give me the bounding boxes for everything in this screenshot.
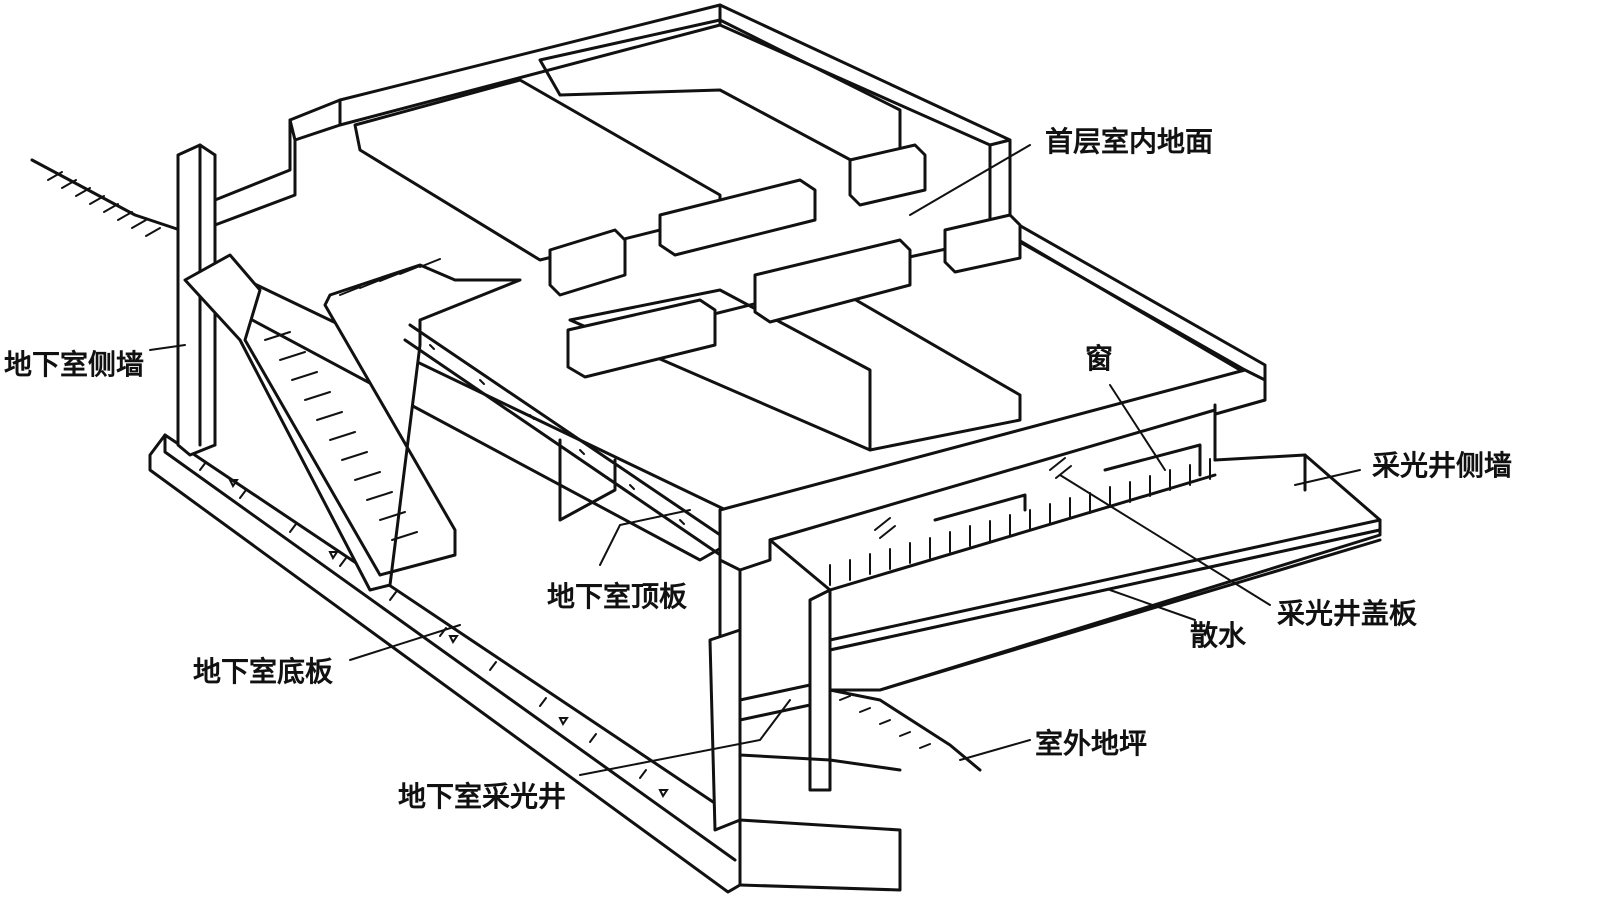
leader-lines bbox=[149, 144, 1361, 776]
leader-apron bbox=[1109, 589, 1196, 621]
leader-lightwell-side-wall bbox=[1294, 469, 1361, 486]
label-lightwell-side-wall: 采光井侧墙 bbox=[1372, 449, 1513, 482]
basement-floor-slab-drawing bbox=[148, 433, 902, 894]
label-basement-side-wall: 地下室侧墙 bbox=[4, 348, 145, 381]
window-glass-marks bbox=[874, 457, 1072, 539]
label-basement-roof-slab: 地下室顶板 bbox=[547, 580, 688, 613]
lightwell-pit-drawing bbox=[738, 683, 982, 772]
leader-basement-side-wall bbox=[149, 344, 186, 351]
leader-basement-floor-slab bbox=[349, 624, 461, 661]
label-outdoor-grade: 室外地坪 bbox=[1035, 727, 1148, 760]
left-ground-hatch bbox=[30, 158, 182, 237]
leader-basement-roof-slab bbox=[599, 509, 691, 566]
lightwell-drawing bbox=[768, 403, 1382, 792]
label-ground-floor: 首层室内地面 bbox=[1045, 125, 1214, 158]
leader-basement-lightwell bbox=[579, 699, 791, 776]
leader-outdoor-grade bbox=[959, 739, 1031, 761]
label-window: 窗 bbox=[1085, 342, 1114, 375]
wall-blocks bbox=[548, 143, 1022, 379]
leader-lightwell-cover bbox=[1059, 474, 1271, 606]
label-basement-floor-slab: 地下室底板 bbox=[193, 655, 334, 688]
leader-window bbox=[1109, 384, 1166, 471]
apron-drawing bbox=[828, 528, 1382, 692]
label-apron: 散水 bbox=[1190, 619, 1247, 652]
label-basement-lightwell: 地下室采光井 bbox=[398, 780, 567, 813]
leader-ground-floor bbox=[909, 144, 1031, 216]
label-lightwell-cover: 采光井盖板 bbox=[1277, 597, 1418, 630]
staircase-drawing bbox=[183, 253, 522, 592]
upper-floor-outline bbox=[213, 3, 1267, 562]
